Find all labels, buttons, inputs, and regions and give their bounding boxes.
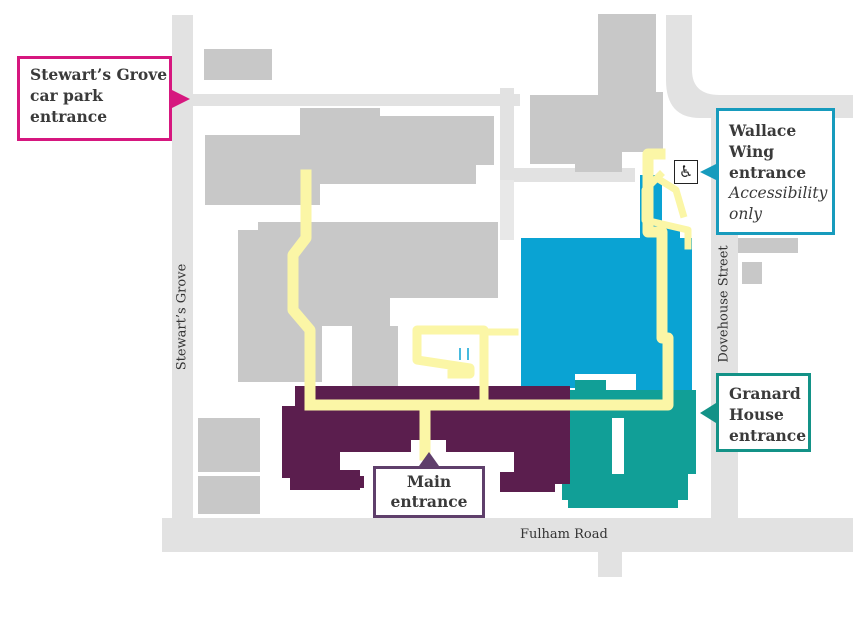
callout-line: entrance xyxy=(729,426,807,445)
fulham-road-label: Fulham Road xyxy=(520,527,608,542)
buildings xyxy=(198,14,798,514)
path-wallace-fork xyxy=(641,170,692,250)
main-entrance-callout: Main entrance xyxy=(373,466,485,518)
building-southwest-1 xyxy=(198,418,260,472)
callout-note-line: Accessibility xyxy=(729,184,828,202)
callout-line: House xyxy=(729,405,784,424)
granard-callout-pointer xyxy=(700,403,716,423)
path-markers xyxy=(459,348,469,360)
building-northeast xyxy=(530,14,663,172)
inner-road-vertical xyxy=(500,88,514,180)
stewart-callout-pointer xyxy=(172,90,190,108)
car-park-access-road xyxy=(190,94,520,106)
granard-house-entrance-callout: Granard House entrance xyxy=(716,373,811,452)
stewarts-grove-car-park-entrance-callout: Stewart’s Grove car park entrance xyxy=(17,56,172,141)
callout-line: Granard xyxy=(729,384,801,403)
fulham-road xyxy=(162,518,853,552)
fulham-road-spur xyxy=(598,545,622,577)
wallace-wing-main xyxy=(521,238,692,390)
callout-line: Stewart’s Grove xyxy=(30,65,168,84)
building-east-square xyxy=(742,262,762,284)
dovehouse-street-curve xyxy=(666,15,853,118)
callout-line: Wallace xyxy=(729,121,797,140)
callout-note-line: only xyxy=(729,205,763,223)
stewarts-grove-road xyxy=(172,15,193,518)
callout-line: entrance xyxy=(30,107,108,126)
inner-road-link xyxy=(500,180,514,240)
granard-house-courtyard xyxy=(612,418,624,474)
callout-line: Wing xyxy=(729,142,775,161)
wallace-wing-entrance-callout: Wallace Wing entrance Accessibility only xyxy=(716,108,835,235)
granard-house-building xyxy=(562,380,696,508)
building-central xyxy=(238,222,498,386)
path-wallace-entry xyxy=(655,175,688,219)
building-small-top xyxy=(204,49,272,80)
stewarts-grove-label: Stewart’s Grove xyxy=(174,263,190,371)
wheelchair-icon: ♿ xyxy=(674,160,698,184)
main-callout-pointer xyxy=(419,452,439,466)
building-north xyxy=(205,108,494,205)
callout-line: entrance xyxy=(729,163,807,182)
callout-line: car park xyxy=(30,86,103,105)
callout-line: entrance xyxy=(390,492,468,511)
path-south xyxy=(304,148,674,411)
callout-line: Main xyxy=(406,472,452,491)
building-southwest-2 xyxy=(198,476,260,514)
wallace-callout-pointer xyxy=(700,164,716,180)
granard-house-shape xyxy=(562,380,696,508)
building-east-strip xyxy=(738,238,798,253)
walking-paths xyxy=(287,148,692,461)
dovehouse-street-label: Dovehouse Street xyxy=(716,245,732,363)
main-building-notch xyxy=(360,476,364,488)
